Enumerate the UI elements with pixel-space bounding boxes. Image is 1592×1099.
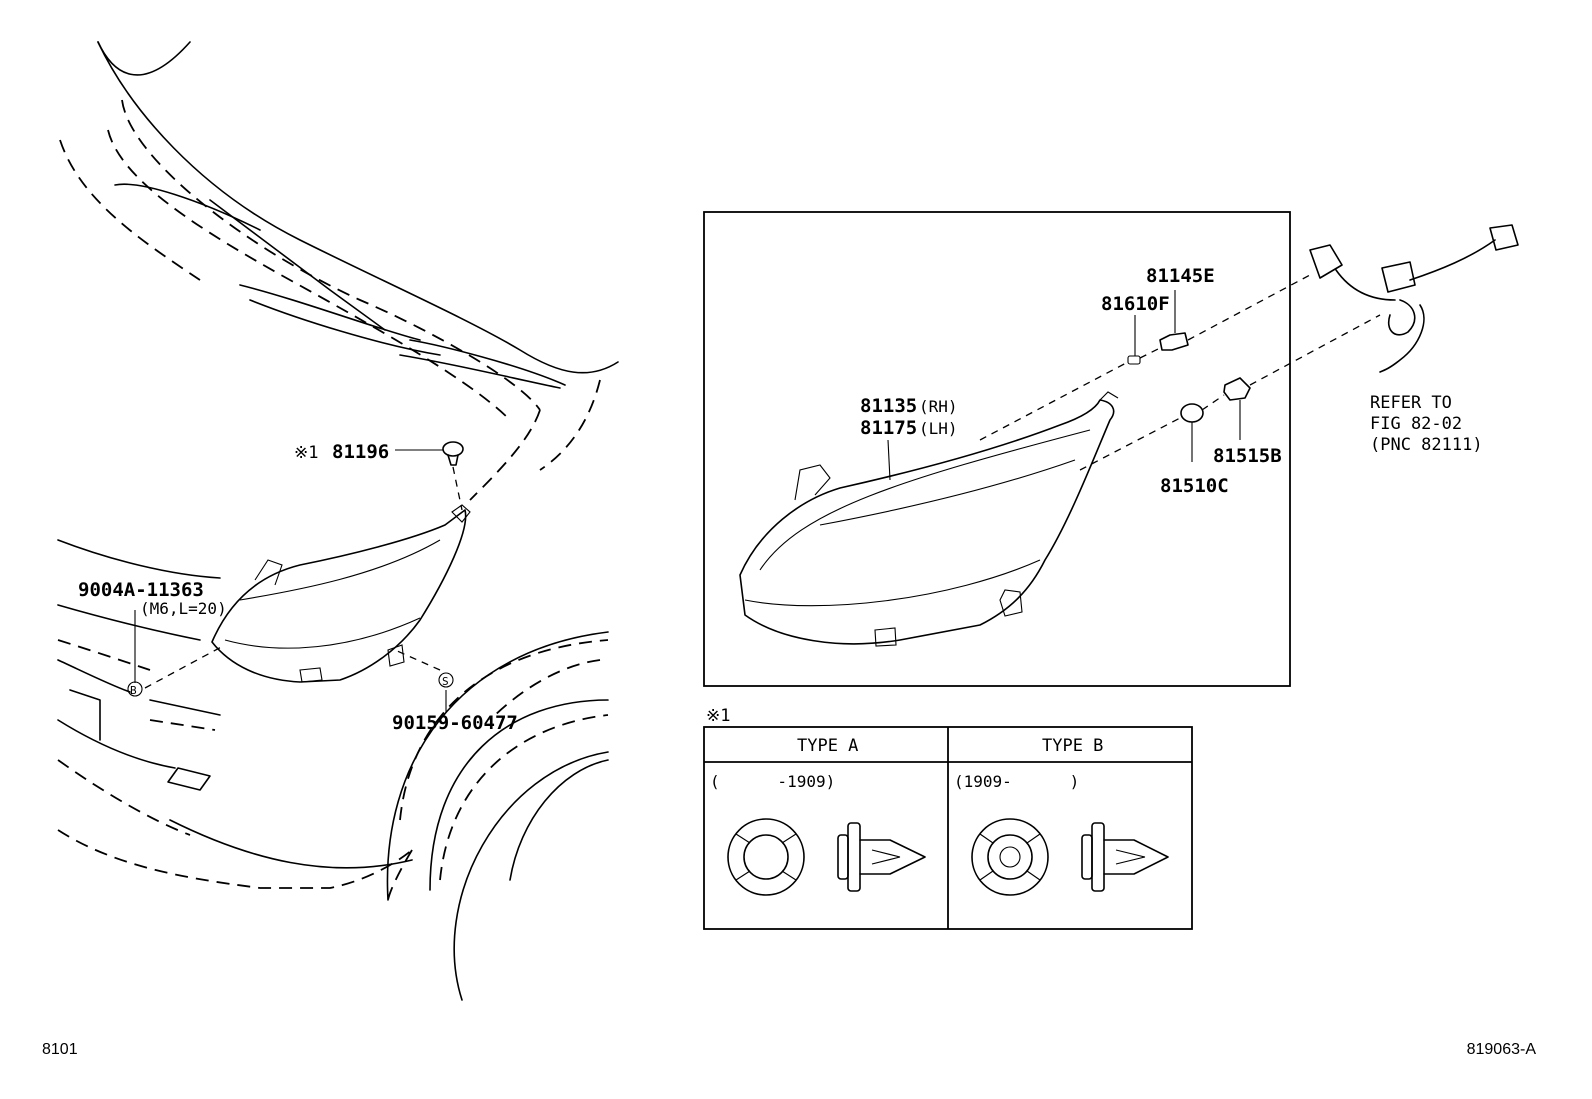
label-9004a-11363: 9004A-11363 — [78, 579, 204, 601]
clip-table-marker: ※1 — [706, 706, 730, 726]
refer-line-1: REFER TO — [1370, 393, 1452, 413]
label-81175-lh: (LH) — [919, 419, 958, 438]
label-81196: 81196 — [332, 441, 389, 463]
type-a-title: TYPE A — [797, 736, 858, 756]
screw-callout-circle — [438, 672, 454, 688]
bolt-callout-circle — [127, 681, 143, 697]
headlamp-detail-frame — [703, 211, 1291, 687]
bolt-callout-letter: B — [130, 684, 137, 697]
type-b-range: (1909- ) — [954, 772, 1079, 791]
label-81145e: 81145E — [1146, 265, 1215, 287]
refer-line-2: FIG 82-02 — [1370, 414, 1462, 434]
headlamp-detail — [739, 391, 1119, 647]
label-81515b: 81515B — [1213, 445, 1282, 467]
vehicle-front-drawing — [57, 41, 619, 1001]
type-a-range: ( -1909) — [710, 772, 835, 791]
label-81175: 81175 — [860, 417, 917, 439]
refer-line-3: (PNC 82111) — [1370, 435, 1483, 455]
label-81510c: 81510C — [1160, 475, 1229, 497]
headlamp-installed — [211, 504, 471, 683]
footer-left-code: 8101 — [42, 1041, 78, 1058]
type-b-title: TYPE B — [1042, 736, 1103, 756]
wiring-harness — [1309, 224, 1519, 373]
clip-marker: ※1 — [294, 443, 318, 463]
label-90159-60477: 90159-60477 — [392, 712, 518, 734]
type-b-clip-side-icon — [1081, 822, 1169, 892]
type-b-clip-top-icon — [971, 818, 1049, 896]
socket-81515b-icon — [1223, 377, 1251, 401]
clip-type-table — [703, 726, 1193, 930]
label-81610f: 81610F — [1101, 293, 1170, 315]
label-bolt-spec: (M6,L=20) — [140, 599, 227, 618]
type-a-clip-top-icon — [727, 818, 805, 896]
clip-81196-icon — [442, 441, 464, 466]
label-81135-rh: (RH) — [919, 397, 958, 416]
label-81135: 81135 — [860, 395, 917, 417]
screw-callout-letter: S — [442, 675, 449, 688]
bulb-81510c-icon — [1180, 403, 1204, 423]
type-a-clip-side-icon — [837, 822, 926, 892]
footer-right-code: 819063-A — [1467, 1041, 1537, 1058]
bulb-81610f-icon — [1127, 355, 1141, 365]
socket-81145e-icon — [1159, 332, 1189, 351]
